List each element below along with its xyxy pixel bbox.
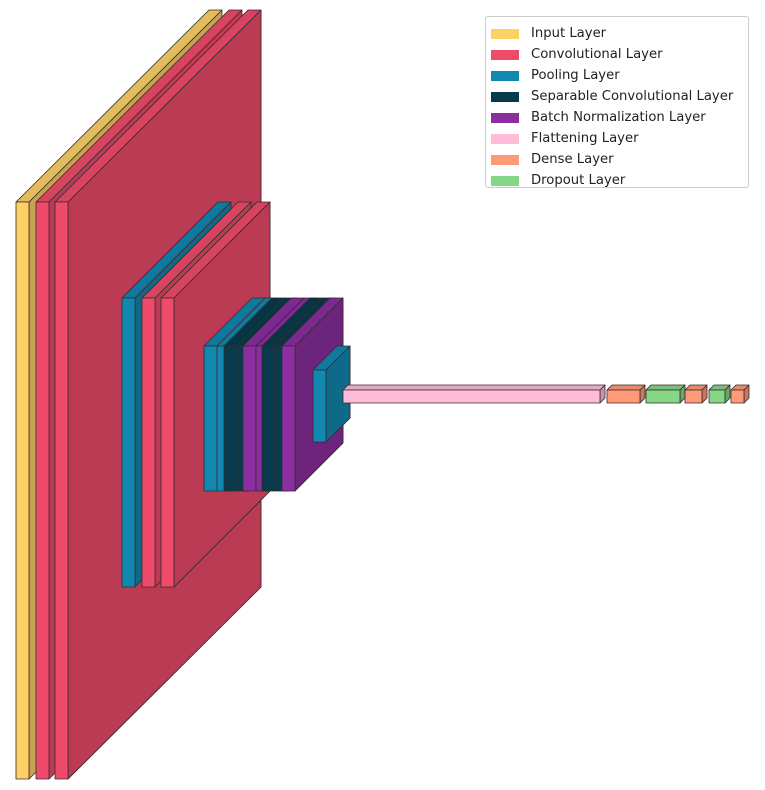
dense-layer-5-front-face (730, 389, 745, 404)
legend-item: Pooling Layer (491, 65, 748, 86)
legend-swatch (491, 133, 519, 144)
dropout-layer-2-top-face (645, 384, 686, 391)
conv-layer-3-front-face (141, 297, 156, 588)
conv-layer-2-front-face (54, 201, 69, 780)
legend-swatch (491, 175, 519, 186)
g3-batchnorm-layer-5-front-face (242, 345, 257, 492)
legend-swatch (491, 154, 519, 165)
dense-layer-1-top-face (606, 384, 646, 391)
legend-label: Pooling Layer (531, 68, 620, 83)
legend-label: Dropout Layer (531, 173, 626, 188)
flattening-layer-front-face (342, 389, 601, 404)
dense-layer-1-front-face (606, 389, 641, 404)
legend-item: Flattening Layer (491, 128, 748, 149)
legend-item: Batch Normalization Layer (491, 107, 748, 128)
legend-swatch (491, 70, 519, 81)
legend-swatch (491, 91, 519, 102)
legend-swatch (491, 112, 519, 123)
legend-label: Input Layer (531, 26, 607, 41)
pooling-layer-1-front-face (121, 297, 136, 588)
g3-pool-layer-1-front-face (203, 345, 218, 492)
legend-label: Batch Normalization Layer (531, 110, 706, 125)
dropout-layer-2-front-face (645, 389, 681, 404)
conv-layer-1-front-face (35, 201, 50, 780)
legend-item: Separable Convolutional Layer (491, 86, 748, 107)
pooling-layer-last-front-face (312, 369, 327, 443)
legend-item: Convolutional Layer (491, 44, 748, 65)
input-layer-front-face (15, 201, 30, 780)
g3-batchnorm-layer-9-front-face (281, 345, 296, 492)
legend-label: Separable Convolutional Layer (531, 89, 734, 104)
legend-item: Dropout Layer (491, 170, 748, 191)
legend-label: Flattening Layer (531, 131, 639, 146)
legend-label: Convolutional Layer (531, 47, 663, 62)
legend-label: Dense Layer (531, 152, 614, 167)
legend-item: Dense Layer (491, 149, 748, 170)
conv-layer-4-front-face (160, 297, 175, 588)
dense-layer-3-front-face (684, 389, 703, 404)
legend-swatch (491, 49, 519, 60)
g3-sepconv-layer-3-front-face (223, 345, 238, 492)
dropout-layer-4-front-face (708, 389, 726, 404)
g3-sepconv-layer-7-front-face (261, 345, 276, 492)
legend-item: Input Layer (491, 23, 748, 44)
legend-swatch (491, 28, 519, 39)
flattening-layer-top-face (342, 384, 606, 391)
